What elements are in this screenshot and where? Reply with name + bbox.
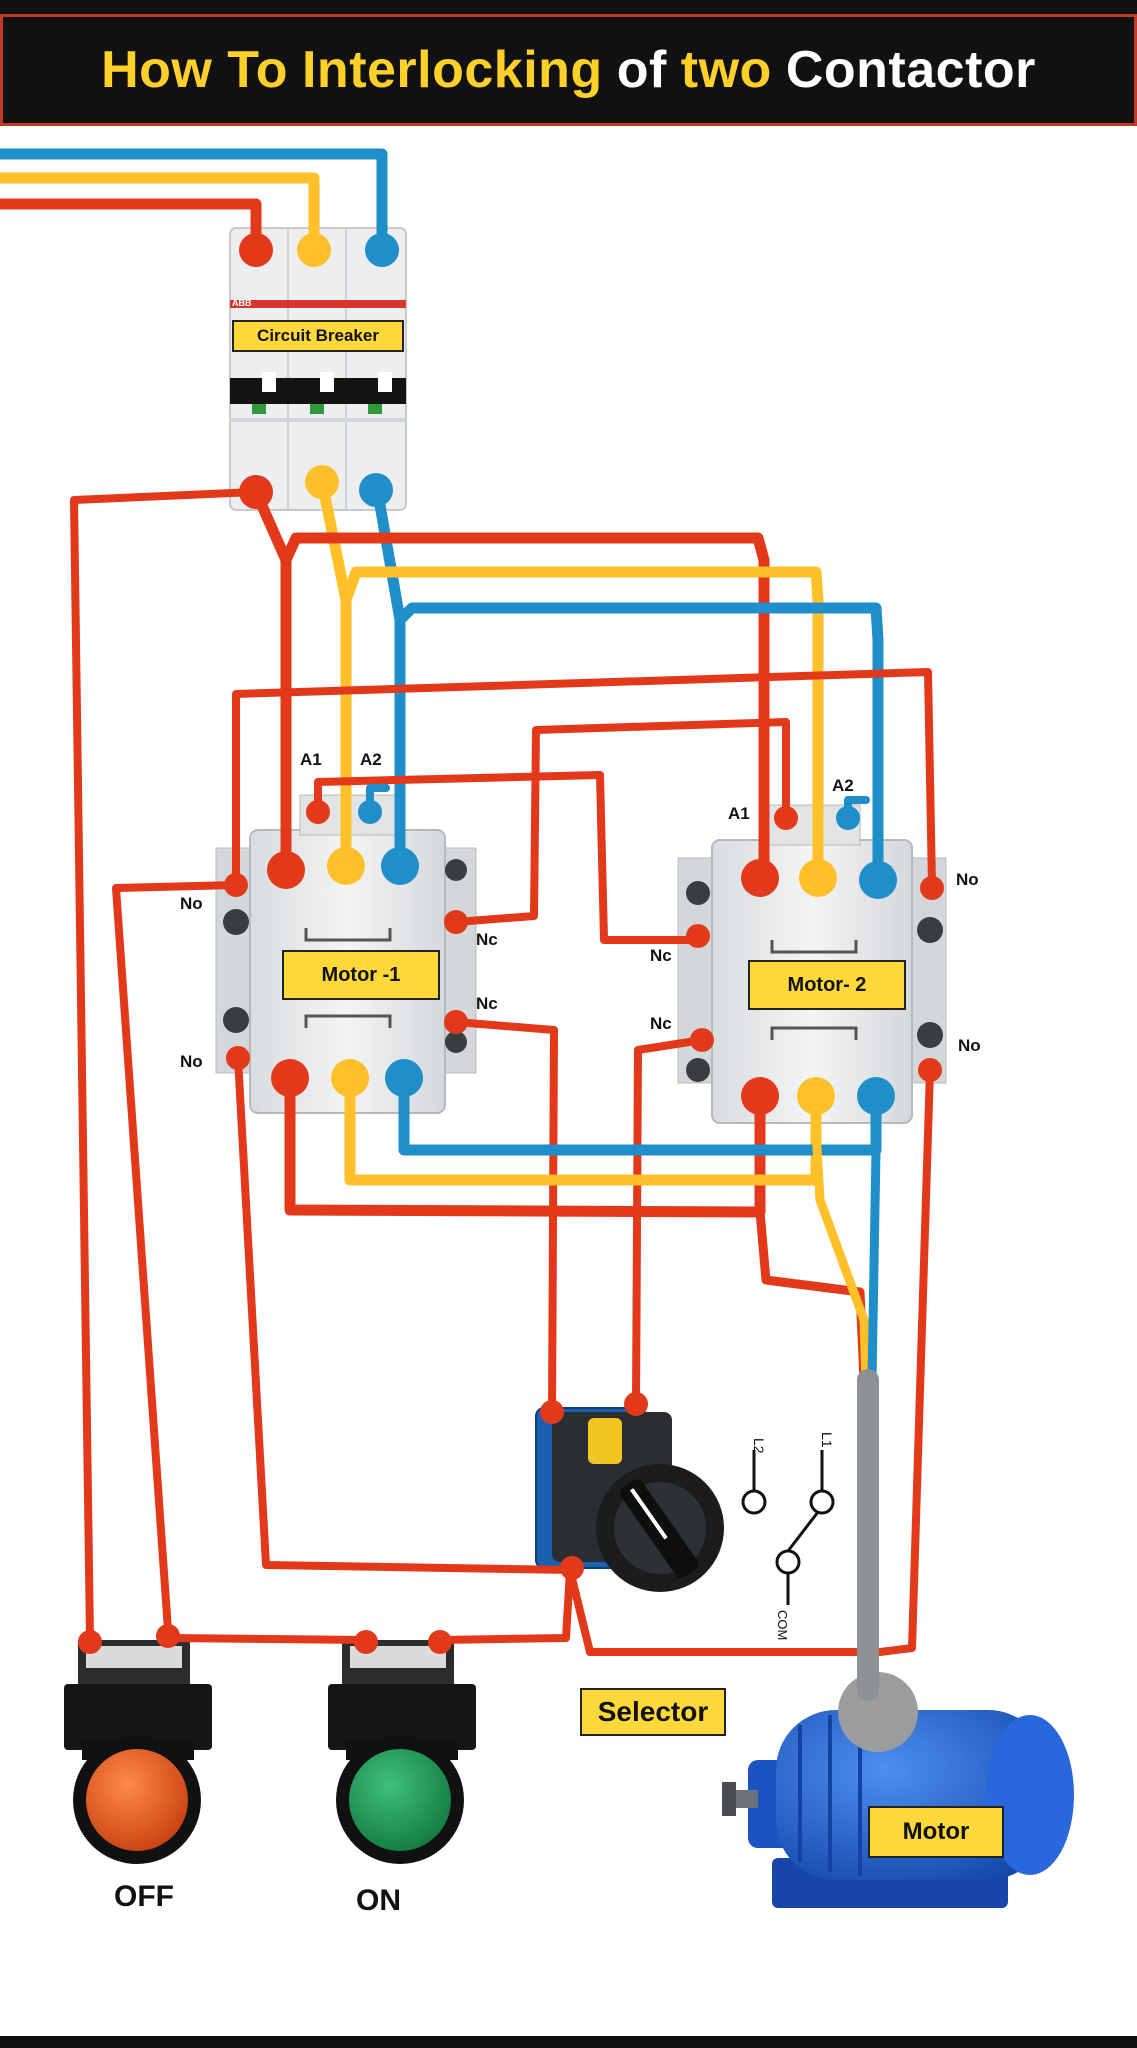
- contactor-2-nc-top-label: Nc: [650, 946, 672, 965]
- contactor-1-label: Motor -1: [282, 950, 440, 1000]
- circuit-breaker: [229, 227, 407, 511]
- motor: [722, 1672, 1074, 1908]
- title-part-4: two: [680, 41, 772, 99]
- schematic-l1-label: L1: [819, 1432, 835, 1448]
- selector-label: Selector: [580, 1688, 726, 1736]
- contactor-1-a1-label: A1: [300, 750, 322, 769]
- contactor-2-nc-bottom-label: Nc: [650, 1014, 672, 1033]
- title-part-3: of: [616, 41, 667, 99]
- contactor-2-a2-label: A2: [832, 776, 854, 795]
- title-part-1: How To: [101, 41, 288, 99]
- on-push-button[interactable]: [328, 1640, 476, 1864]
- selector-schematic: [741, 1450, 835, 1605]
- contactor-2-a1-label: A1: [728, 804, 750, 823]
- bottom-strip: [0, 2036, 1137, 2048]
- title-part-2: Interlocking: [301, 41, 603, 99]
- wires: [0, 148, 936, 1701]
- motor-label: Motor: [868, 1806, 1004, 1858]
- contactor-1-a2-label: A2: [360, 750, 382, 769]
- top-strip: [0, 0, 1137, 14]
- terminal-dots: [78, 233, 944, 1654]
- off-button-label: OFF: [114, 1880, 174, 1913]
- contactor-1-no-top-label: No: [180, 894, 203, 913]
- contactor-2-label: Motor- 2: [748, 960, 906, 1010]
- breaker-label: Circuit Breaker: [232, 320, 404, 352]
- breaker-brand: ABB: [232, 298, 252, 308]
- contactor-1-nc-bottom-label: Nc: [476, 994, 498, 1013]
- contactor-1-no-bottom-label: No: [180, 1052, 203, 1071]
- on-button-label: ON: [356, 1884, 401, 1917]
- contactor-2-no-top-label: No: [956, 870, 979, 889]
- page-title: How To Interlocking of two Contactor: [0, 14, 1137, 126]
- contactor-1-nc-top-label: Nc: [476, 930, 498, 949]
- contactor-2-no-bottom-label: No: [958, 1036, 981, 1055]
- schematic-com-label: COM: [775, 1610, 790, 1640]
- schematic-l2-label: L2: [751, 1438, 767, 1454]
- title-part-5: Contactor: [785, 41, 1036, 99]
- off-push-button[interactable]: [64, 1640, 212, 1864]
- selector-switch: [535, 1407, 724, 1592]
